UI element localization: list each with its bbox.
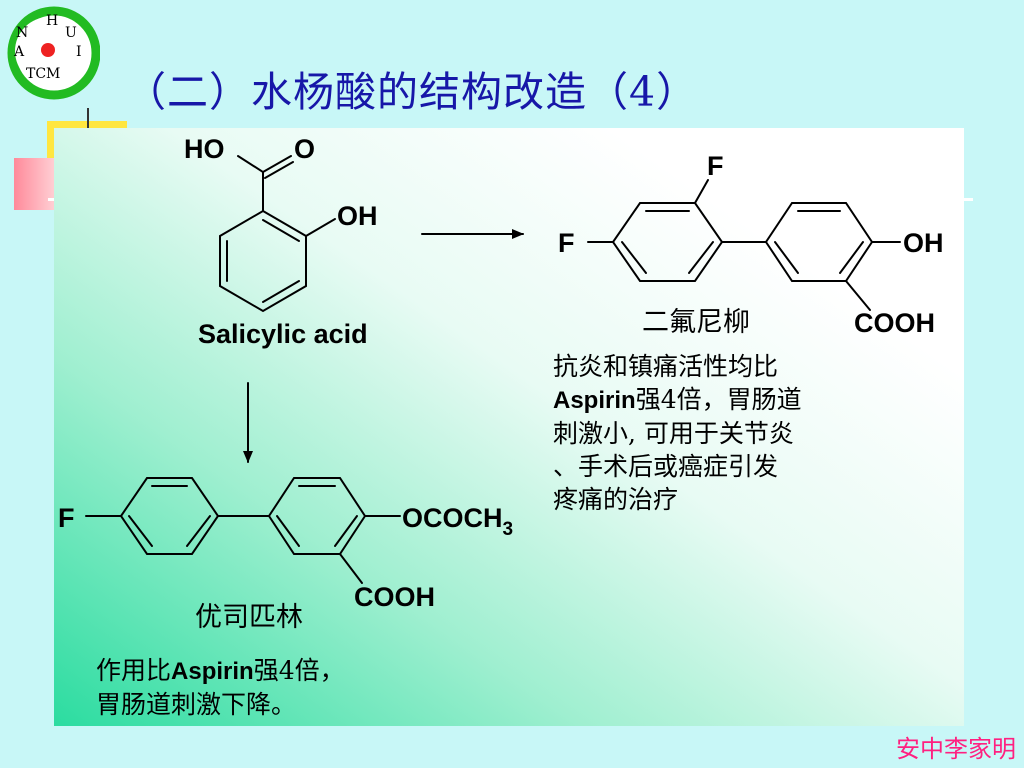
yousi-ring-left-inner	[128, 485, 211, 547]
yousi-ring-right-inner	[276, 485, 358, 547]
diflunisal-f-left: F	[558, 228, 575, 258]
diflunisal-bonds	[587, 179, 901, 311]
aspirin-term: Aspirin	[553, 387, 636, 414]
author-credit: 安中李家明	[896, 735, 1016, 763]
yousi-bonds	[85, 515, 401, 584]
page-title: （二）水杨酸的结构改造（4）	[125, 68, 699, 116]
yousi-description: 作用比Aspirin强4倍， 胃肠道刺激下降。	[96, 654, 456, 721]
logo-letter-a: A	[13, 44, 25, 60]
yousi-cooh: COOH	[354, 582, 435, 612]
salicylic-ring	[219, 209, 307, 313]
content-panel	[54, 128, 964, 726]
yousi-ester-subscript: 3	[503, 519, 514, 540]
salicylic-ring-inner-bonds	[226, 219, 300, 303]
yousi-ester: OCOCH3	[402, 503, 513, 540]
diflunisal-name: 二氟尼柳	[642, 307, 750, 338]
diflunisal-ring-right	[764, 202, 874, 282]
yousi-ring-left	[119, 477, 220, 555]
salicylic-oh-bond	[305, 218, 336, 237]
diflunisal-ring-left	[611, 202, 724, 282]
logo-letter-h: H	[46, 13, 58, 29]
salicylic-carboxyl-bonds	[237, 155, 294, 212]
diflunisal-note-line: Aspirin强4倍，胃肠道	[553, 383, 903, 417]
yousi-note-rest: 强4倍，	[253, 656, 345, 685]
logo-letter-n: N	[16, 25, 28, 41]
logo-dot	[41, 43, 55, 57]
diflunisal-oh: OH	[903, 228, 944, 258]
salicylic-o-label: O	[294, 134, 315, 164]
yousi-ring-right	[267, 477, 367, 555]
diflunisal-f-top: F	[707, 151, 724, 181]
logo-letter-tcm: TCM	[26, 66, 60, 82]
yousi-note-line: 作用比Aspirin强4倍，	[96, 654, 456, 688]
diflunisal-note-line: 抗炎和镇痛活性均比	[553, 352, 779, 381]
yousi-name: 优司匹林	[195, 602, 303, 633]
salicylic-ho-label: HO	[184, 134, 225, 164]
yousi-f: F	[58, 503, 75, 533]
decor-vertical-line	[87, 108, 89, 138]
diflunisal-ring-left-inner	[621, 210, 714, 274]
diflunisal-note-line-rest: 强4倍，胃肠道	[635, 385, 802, 414]
diflunisal-ring-right-inner	[774, 210, 864, 274]
salicylic-oh-label: OH	[337, 201, 378, 231]
salicylic-acid-name: Salicylic acid	[198, 319, 368, 349]
aspirin-term: Aspirin	[171, 658, 254, 685]
yousi-note-line: 胃肠道刺激下降。	[96, 690, 297, 719]
logo-letter-u: U	[65, 25, 77, 41]
diflunisal-description: 抗炎和镇痛活性均比 Aspirin强4倍，胃肠道 刺激小, 可用于关节炎 、手术…	[553, 350, 903, 516]
diflunisal-cooh: COOH	[854, 308, 935, 338]
logo: H N U A I TCM	[7, 6, 100, 100]
yousi-ester-main: OCOCH	[402, 503, 503, 533]
yousi-note-pre: 作用比	[96, 656, 172, 685]
diflunisal-note-line: 、手术后或癌症引发	[553, 452, 779, 481]
diflunisal-note-line: 疼痛的治疗	[553, 485, 679, 514]
logo-letter-i: I	[76, 44, 82, 60]
diflunisal-note-line: 刺激小, 可用于关节炎	[553, 419, 794, 448]
